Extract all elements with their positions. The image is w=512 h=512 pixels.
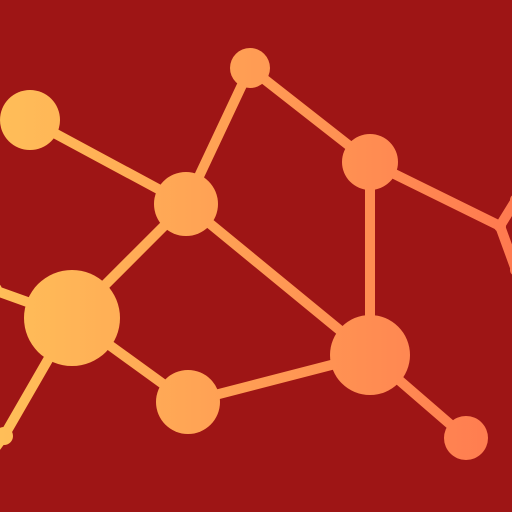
- network-node: [0, 284, 2, 296]
- network-node: [230, 48, 270, 88]
- network-node: [154, 172, 218, 236]
- network-node: [24, 270, 120, 366]
- network-node: [444, 416, 488, 460]
- network-edge: [495, 221, 512, 273]
- network-node: [0, 90, 60, 150]
- network-node: [330, 315, 410, 395]
- network-node: [342, 134, 398, 190]
- network-nodes: [0, 48, 512, 460]
- network-node: [0, 427, 13, 445]
- network-node: [494, 220, 506, 232]
- network-node: [156, 370, 220, 434]
